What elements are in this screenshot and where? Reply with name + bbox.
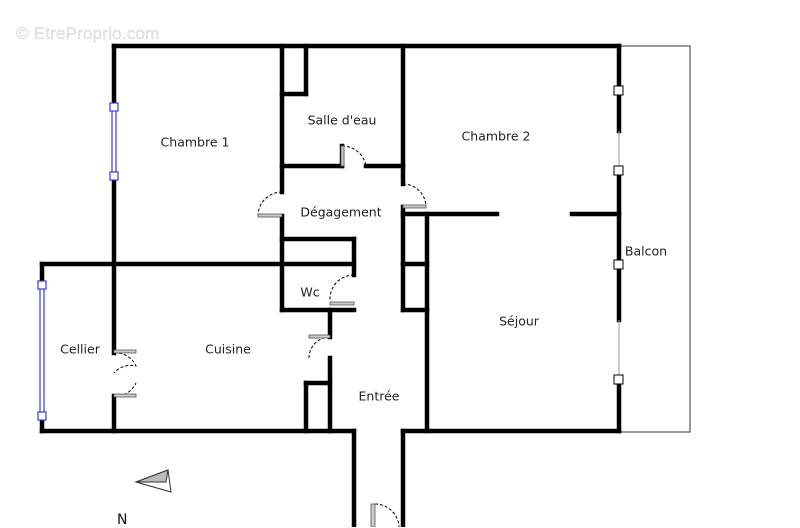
north-arrow-icon <box>134 469 172 493</box>
door-swings <box>113 145 427 527</box>
north-label: N <box>117 512 128 528</box>
door-leaves <box>113 145 427 527</box>
room-label-balcon: Balcon <box>624 243 668 259</box>
room-label-salle-deau: Salle d'eau <box>307 112 377 128</box>
room-label-entree: Entrée <box>358 388 400 404</box>
blue-windows <box>37 102 119 421</box>
room-label-degagement: Dégagement <box>300 204 382 220</box>
room-label-chambre-1: Chambre 1 <box>160 134 230 150</box>
balcon-outline <box>618 45 691 433</box>
room-label-wc: Wc <box>300 284 320 300</box>
room-label-cellier: Cellier <box>60 341 100 357</box>
room-label-cuisine: Cuisine <box>205 341 251 357</box>
room-label-chambre-2: Chambre 2 <box>461 128 531 144</box>
room-label-sejour: Séjour <box>499 313 539 329</box>
window-markers <box>613 85 624 385</box>
walls <box>39 43 622 527</box>
watermark: © EtreProprio.com <box>16 24 160 43</box>
